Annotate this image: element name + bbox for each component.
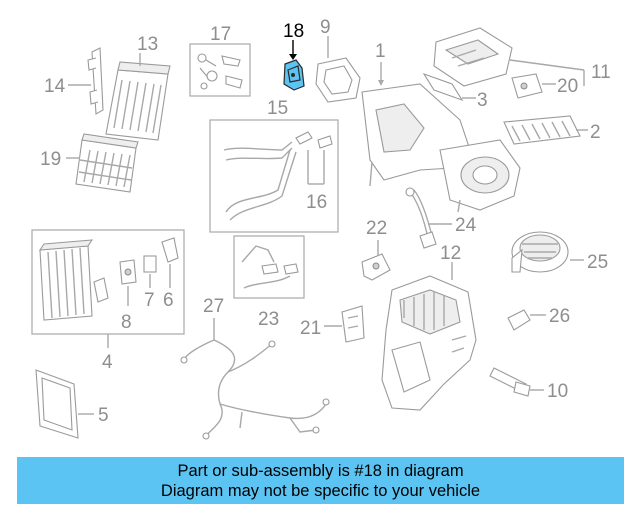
part-24-hose[interactable] [405,187,437,249]
callout-6: 6 [163,290,174,311]
part-13-heater-core[interactable] [105,61,171,141]
part-26-sensor[interactable] [507,309,531,331]
part-15-pipe-kit[interactable] [209,119,339,233]
callout-16: 16 [306,192,327,213]
part-25-blower-motor[interactable] [511,231,569,273]
callout-3: 3 [477,90,488,111]
part-10-temp-sensor[interactable] [489,367,531,397]
part-4-evaporator-kit[interactable] [31,229,185,335]
callout-4: 4 [102,352,113,373]
part-14-bracket[interactable] [87,47,104,115]
part-11-duct-assembly[interactable] [433,27,513,87]
part-20-actuator[interactable] [511,73,543,99]
callout-23: 23 [258,309,279,330]
callout-17: 17 [210,24,231,45]
part-22-actuator[interactable] [361,253,391,281]
part-3-flap[interactable] [422,72,464,102]
part-5-frame-seal[interactable] [35,369,79,439]
part-9-seal[interactable] [315,57,361,103]
callout-13: 13 [137,34,158,55]
info-banner: Part or sub-assembly is #18 in diagram D… [17,457,624,504]
callout-15: 15 [267,98,288,119]
callout-18: 18 [283,21,304,42]
part-16-o-rings[interactable] [307,150,325,185]
part-1-hvac-housing[interactable] [361,83,521,213]
part-6-fitting[interactable] [161,237,179,263]
part-21-cover[interactable] [341,305,365,343]
part-8-valve[interactable] [119,259,137,285]
part-17-kit[interactable] [189,43,251,97]
part-27-wiring-harness[interactable] [180,318,330,440]
callout-8: 8 [121,312,132,333]
part-2-cabin-filter[interactable] [503,115,581,145]
callout-11: 11 [591,62,611,83]
banner-line-2: Diagram may not be specific to your vehi… [160,482,481,500]
callout-10: 10 [547,381,568,402]
callout-27: 27 [203,296,224,317]
callout-25: 25 [587,252,608,273]
part-7-gasket[interactable] [143,255,157,273]
callout-9: 9 [320,17,331,38]
callout-14: 14 [44,76,66,97]
callout-12: 12 [440,243,461,264]
callout-20: 20 [557,76,578,97]
callout-24: 24 [455,215,477,236]
part-23-line-kit[interactable] [233,235,305,299]
callout-26: 26 [549,306,570,327]
callout-19: 19 [40,149,61,170]
parts-diagram: 14 13 19 17 18 9 [31,17,611,440]
part-18-highlighted[interactable] [283,59,305,91]
part-12-lower-housing[interactable] [381,275,477,411]
part-19-evaporator[interactable] [75,133,139,193]
callout-5: 5 [98,405,109,426]
callout-22: 22 [366,218,387,239]
callout-21: 21 [300,318,321,339]
banner-line-1: Part or sub-assembly is #18 in diagram [177,462,464,480]
callout-1: 1 [375,41,386,62]
callout-2: 2 [590,122,601,143]
callout-7: 7 [144,290,155,311]
